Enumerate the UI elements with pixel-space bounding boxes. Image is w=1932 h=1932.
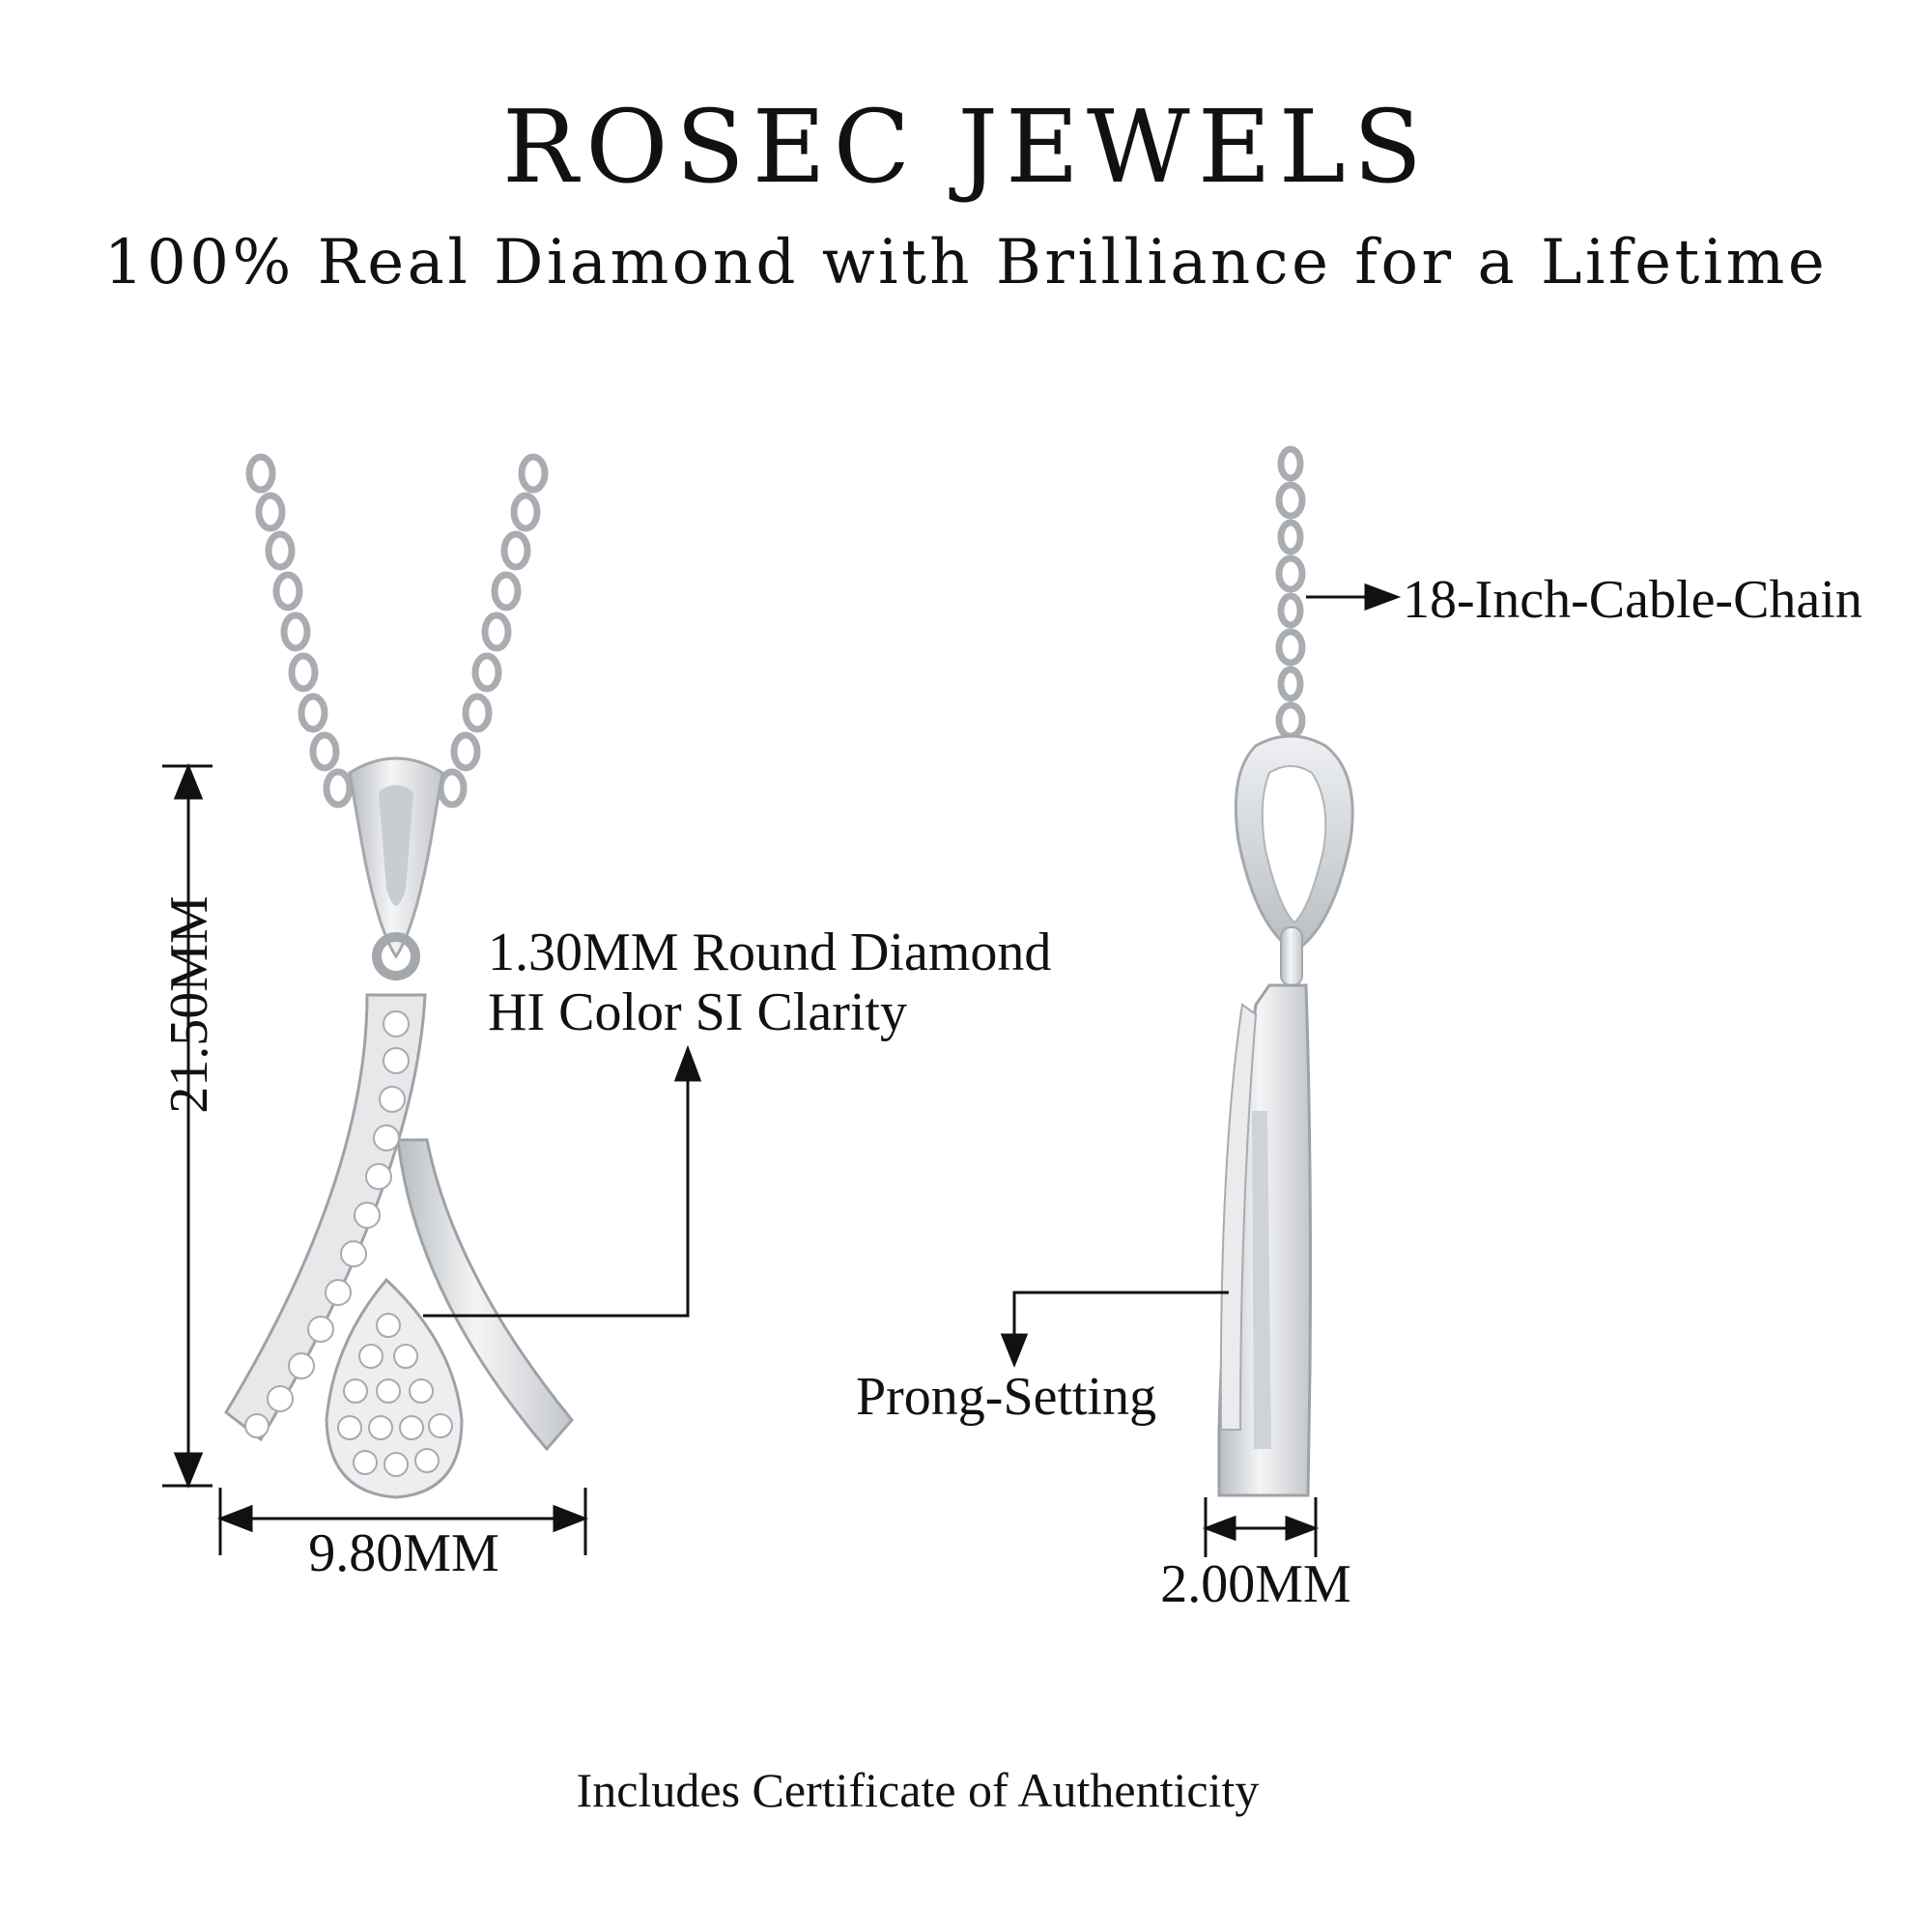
prong-setting-label: Prong-Setting xyxy=(856,1367,1157,1427)
depth-dimension-label: 2.00MM xyxy=(1160,1554,1351,1614)
depth-dimension xyxy=(1202,1497,1320,1557)
side-profile xyxy=(1217,983,1312,1497)
front-bail xyxy=(348,756,444,980)
front-pendant xyxy=(224,993,574,1499)
width-dimension xyxy=(216,1488,589,1555)
diamond-spec-size: 1.30MM Round Diamond xyxy=(488,923,1052,982)
height-dimension-label: 21.50MM xyxy=(159,895,219,1114)
chain-label: 18-Inch-Cable-Chain xyxy=(1403,570,1862,630)
tagline: 100% Real Diamond with Brilliance for a … xyxy=(103,227,1829,298)
front-chain-left xyxy=(245,453,354,809)
chain-callout xyxy=(1306,582,1402,611)
certificate-note: Includes Certificate of Authenticity xyxy=(576,1763,1260,1817)
brand-title: ROSEC JEWELS xyxy=(501,88,1431,206)
diamond-callout xyxy=(423,1044,702,1318)
height-dimension xyxy=(162,763,213,1489)
diamond-spec-quality: HI Color SI Clarity xyxy=(488,982,907,1042)
front-chain-right xyxy=(437,453,549,809)
width-dimension-label: 9.80MM xyxy=(308,1523,499,1583)
side-bail xyxy=(1234,734,1354,986)
prong-callout xyxy=(1000,1291,1229,1369)
